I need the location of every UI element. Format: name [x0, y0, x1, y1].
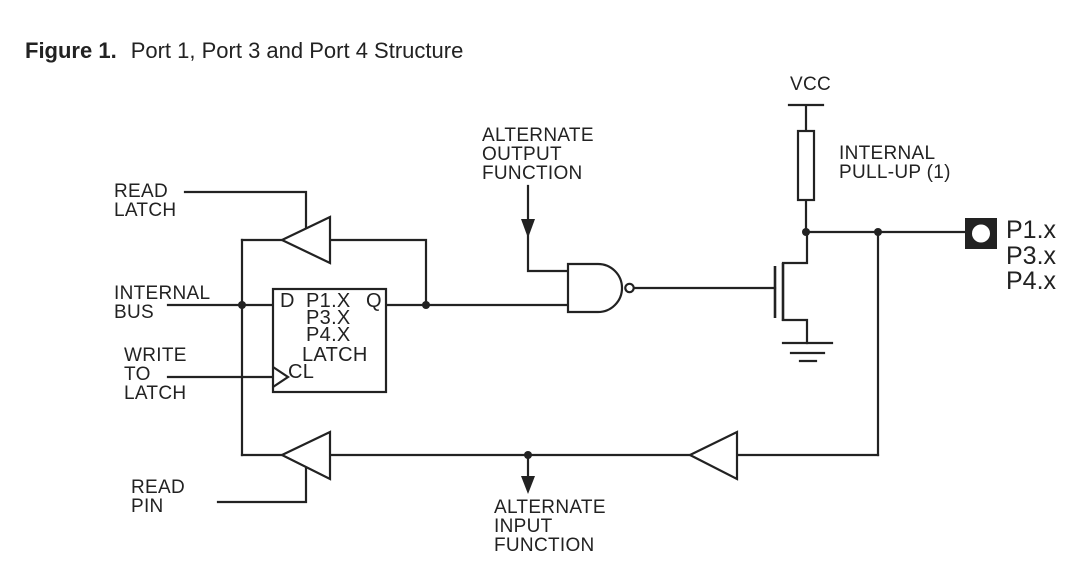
junction-dot [238, 301, 246, 309]
latch-box [271, 287, 388, 394]
label-read-pin: READ PIN [131, 477, 185, 517]
label-alternate-input-function: ALTERNATE INPUT FUNCTION [494, 497, 606, 556]
nand-bubble [624, 282, 635, 294]
pin-pad-hole [972, 224, 990, 243]
latch-clock-wedge [272, 366, 290, 388]
nand-gate-body [566, 262, 624, 314]
figure-caption-text: Port 1, Port 3 and Port 4 Structure [130, 38, 464, 63]
label-write-to-latch: WRITE TO LATCH [124, 345, 187, 404]
figure-caption-label: Figure 1. [25, 38, 117, 63]
wire-read-latch-enable [183, 190, 308, 230]
label-read-latch: READ LATCH [114, 181, 177, 221]
wire-read-latch-feedback [328, 238, 428, 307]
latch-clock-pin: CL [288, 361, 315, 383]
wire-read-pin-enable [216, 465, 308, 504]
junction-dot [802, 228, 810, 236]
wire-vcc [787, 103, 825, 234]
junction-dot [422, 301, 430, 309]
label-pin-names: P1.x P3.x P4.x [1006, 216, 1057, 296]
alt-output-arrowhead [521, 219, 535, 238]
latch-d-pin: D [280, 290, 295, 312]
wire-alternate-output [526, 184, 570, 273]
figure-caption: Figure 1. Port 1, Port 3 and Port 4 Struc… [25, 39, 463, 63]
mosfet-source [781, 318, 809, 345]
latch-q-pin: Q [366, 290, 382, 312]
pullup-resistor [796, 129, 816, 202]
latch-register-word: LATCH [302, 344, 368, 366]
alt-input-arrowhead [521, 476, 535, 494]
pin-input-buffer [687, 430, 739, 481]
label-internal-bus: INTERNAL BUS [114, 283, 211, 323]
ground-symbol [781, 341, 834, 363]
label-internal-pullup: INTERNAL PULL-UP (1) [839, 143, 951, 183]
latch-register-names: P1.X P3.X P4.X [306, 290, 351, 346]
read-latch-buffer [279, 215, 332, 265]
junction-dot [874, 228, 882, 236]
mosfet-drain [781, 230, 809, 265]
label-vcc: VCC [790, 74, 832, 95]
read-pin-buffer [279, 430, 332, 481]
label-alternate-output-function: ALTERNATE OUTPUT FUNCTION [482, 125, 594, 184]
junction-dot [524, 451, 532, 459]
